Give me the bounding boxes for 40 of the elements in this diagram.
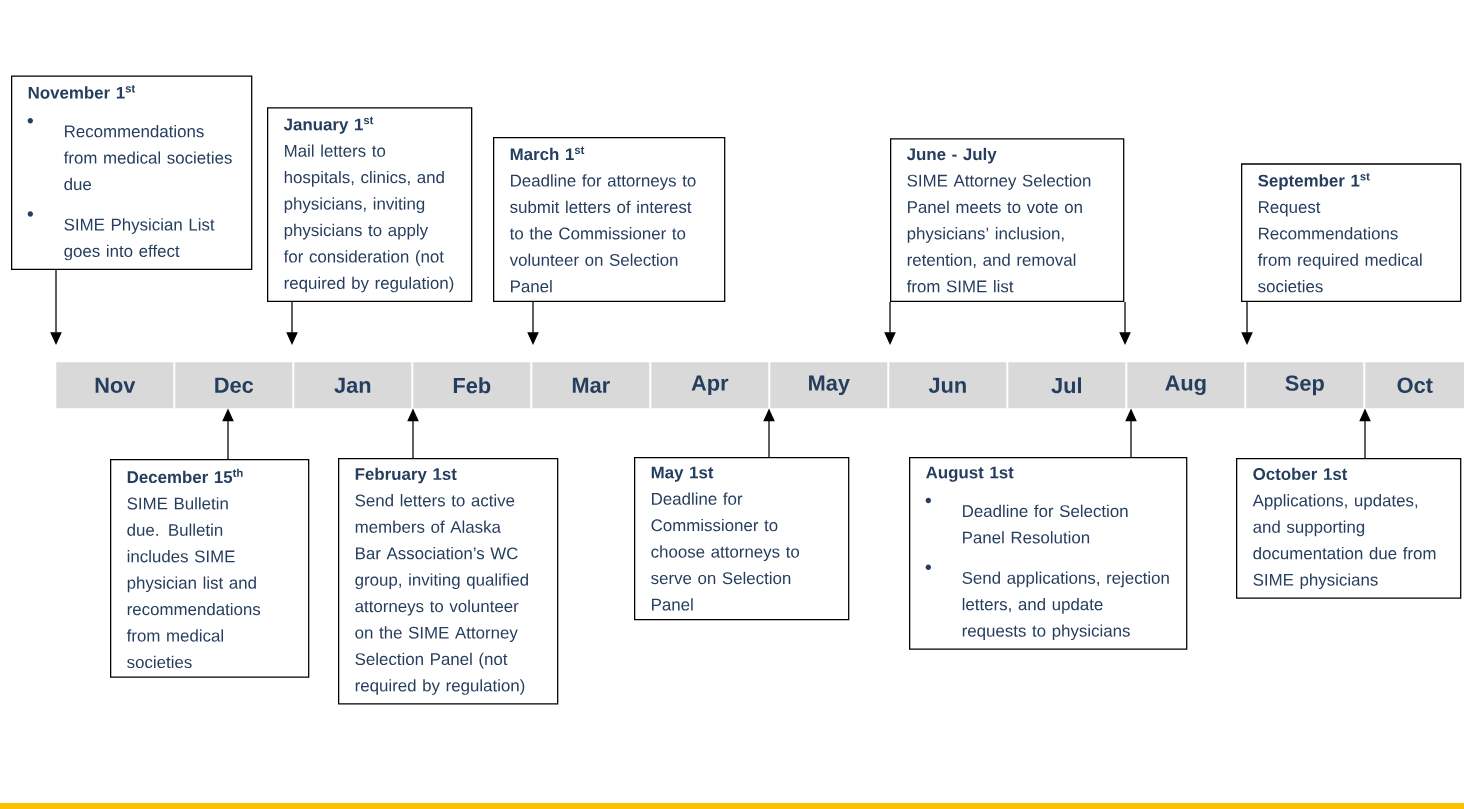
arrow [286,301,298,345]
node-label: Oct [1397,377,1433,394]
arrow [1241,301,1253,345]
event-box: June - July SIME Attorney Selection Panel meets to vote on physicians’ inclusion, retention, and removal from SIME list [890,138,1125,302]
month-cell: May [770,362,888,409]
arrow [1119,301,1131,345]
node-label: Mar [572,377,610,393]
month-cell: Apr [651,362,769,409]
node-label: Dec [215,377,254,393]
month-cell: Jul [1008,362,1126,409]
event-box: November 1$^{st}$ Recommendations from medical societies due SIME Physician List goes into effect [11,75,253,270]
event-box: February 1st Send letters to active members of Alaska Bar Association’s WC group, inviting qualified attorneys to volunteer on the SIME Attorney Selection Panel (not required by regulation) [338,458,559,705]
month-cell: Jan [294,362,412,409]
event-box: December 15$^{th}$ SIME Bulletin due. Bulletin includes SIME physician list and recommendations from medical societies [110,459,310,678]
event-box: March 1$^{st}$ Deadline for attorneys to submit letters of interest to the Commissioner to volunteer on Selection Panel [493,136,726,302]
event-box: January 1$^{st}$ Mail letters to hospitals, clinics, and physicians, inviting physicians to apply for consideration (not required by regulation) [267,107,473,302]
node-label: May [809,375,850,396]
event-box: September 1$^{st}$ Request Recommendations from required medical societies [1241,163,1462,302]
month-cell: Sep [1246,362,1364,409]
event-box: August 1st Deadline for Selection Panel Resolution Send applications, rejection letters, and update requests to physicians [909,457,1188,650]
arrow [527,301,539,345]
month-cell: Dec [175,362,293,409]
node-label: Nov [95,377,136,393]
event-box: May 1st Deadline for Commissioner to choose attorneys to serve on Selection Panel [634,457,850,621]
node-label: Aug [1165,375,1206,396]
month-cell: Mar [532,362,650,409]
node-label: Sep [1285,375,1324,396]
node-label: Jun [928,377,966,393]
month-cell: Feb [413,362,531,409]
month-cell: Aug [1127,362,1245,409]
month-cell: Oct [1365,362,1464,409]
node-label: Feb [453,377,491,394]
node-label: Apr [691,375,729,396]
node-label: Jan [334,377,371,393]
node-label: Jul [1051,377,1082,394]
month-cell: Jun [889,362,1007,409]
event-box: October 1st Applications, updates, and supporting documentation due from SIME physicians [1236,458,1462,599]
arrow [50,269,62,345]
month-cell: Nov [56,362,174,409]
arrow [884,301,896,345]
